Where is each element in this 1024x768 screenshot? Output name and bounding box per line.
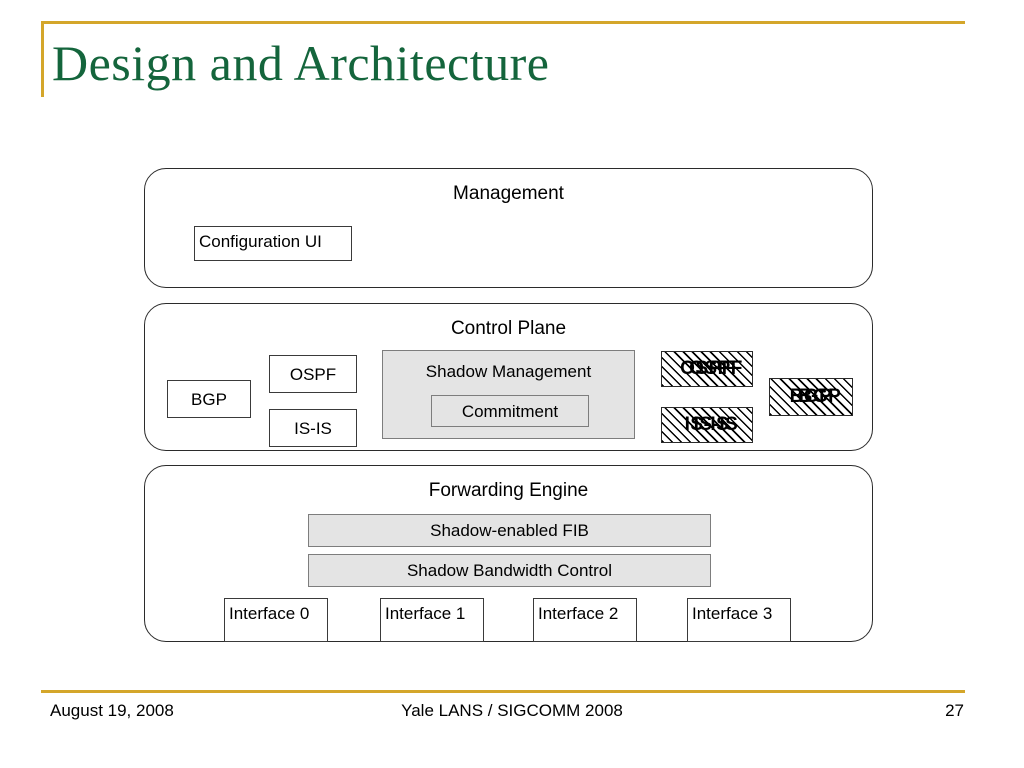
shadow-box-is-is[interactable]: IS-IS IS-IS [661,407,753,443]
box-ospf[interactable]: OSPF [269,355,357,393]
layer-control-plane-title: Control Plane [450,318,567,339]
box-interface-3[interactable]: Interface 3 [687,598,791,642]
shadow-box-is-is-label: IS-IS [684,414,730,435]
box-interface-2[interactable]: Interface 2 [533,598,637,642]
box-is-is[interactable]: IS-IS [269,409,357,447]
shadow-box-bgp-label-echo: BGP [798,386,842,407]
layer-management: Management Configuration UI [144,168,873,288]
box-shadow-bandwidth-control[interactable]: Shadow Bandwidth Control [308,554,711,587]
page-title: Design and Architecture [52,35,550,91]
shadow-box-ospf-label-echo: OSPF [689,358,743,379]
layer-management-title: Management [453,183,564,204]
box-shadow-management-label: Shadow Management [425,362,592,381]
box-shadow-enabled-fib[interactable]: Shadow-enabled FIB [308,514,711,547]
title-accent-rule-left [41,21,44,97]
layer-control-plane: Control Plane BGP OSPF IS-IS Shadow Mana… [144,303,873,451]
box-shadow-management[interactable]: Shadow Management Commitment [382,350,635,439]
layer-forwarding-engine-title: Forwarding Engine [428,480,589,501]
title-accent-rule-top [41,21,965,24]
shadow-box-ospf-label: OSPF [680,358,734,379]
shadow-box-bgp[interactable]: BGP BGP [769,378,853,416]
footer-accent-rule [41,690,965,693]
shadow-box-ospf[interactable]: OSPF OSPF [661,351,753,387]
footer-event: Yale LANS / SIGCOMM 2008 [401,701,623,720]
box-interface-1[interactable]: Interface 1 [380,598,484,642]
box-configuration-ui[interactable]: Configuration UI [194,226,352,261]
box-interface-0[interactable]: Interface 0 [224,598,328,642]
layer-forwarding-engine: Forwarding Engine Shadow-enabled FIB Sha… [144,465,873,642]
box-bgp[interactable]: BGP [167,380,251,418]
shadow-box-is-is-label-echo: IS-IS [693,414,739,435]
footer-page-number: 27 [945,701,964,720]
footer-date: August 19, 2008 [50,701,174,720]
box-commitment[interactable]: Commitment [431,395,589,427]
shadow-box-bgp-label: BGP [789,386,833,407]
